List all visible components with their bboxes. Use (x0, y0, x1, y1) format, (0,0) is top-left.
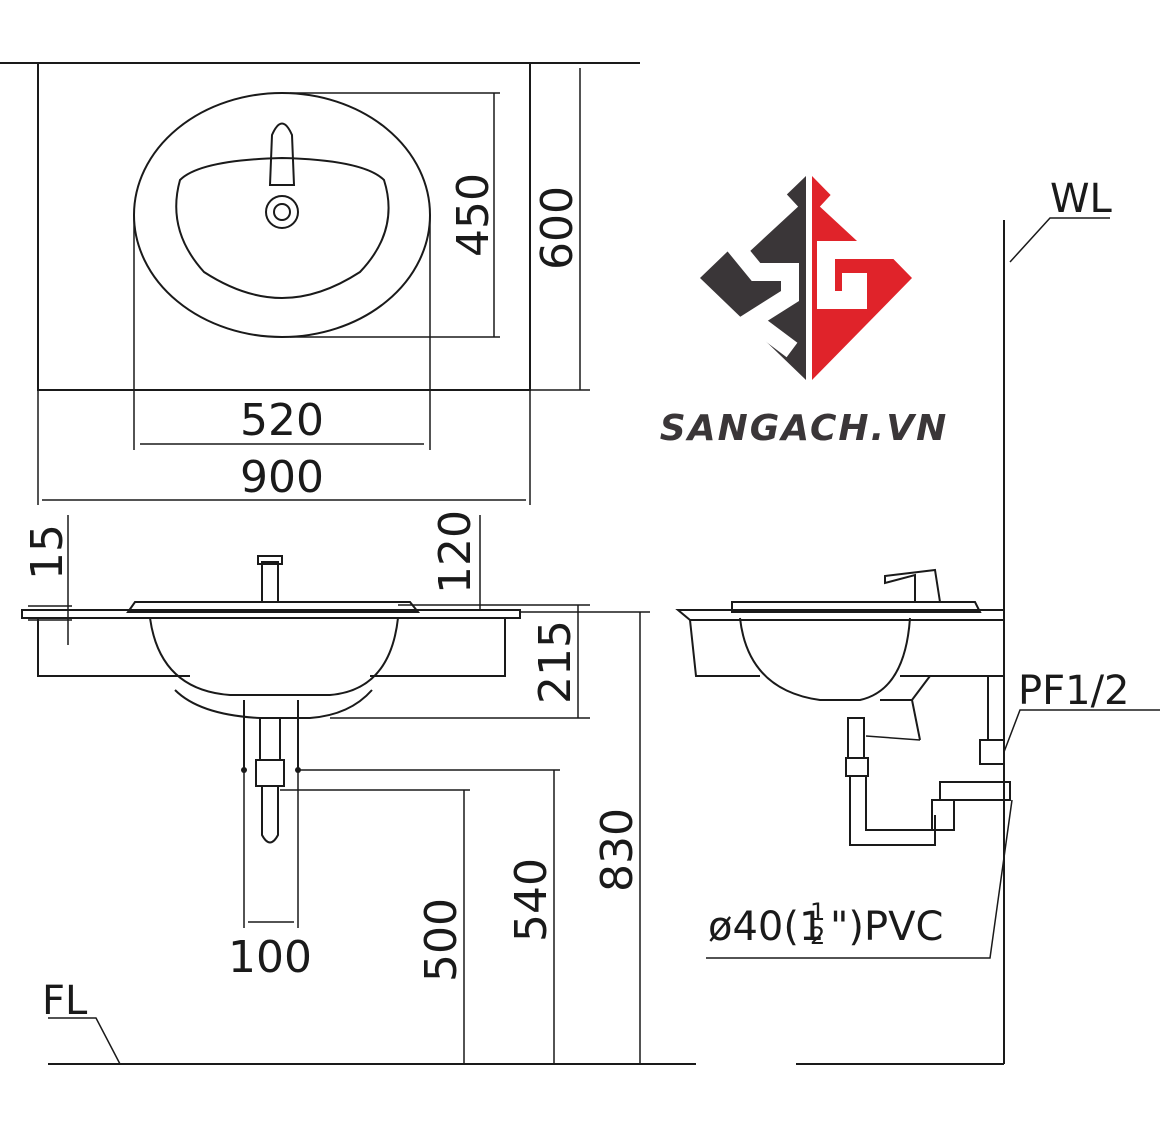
dim-counter-width: 900 (240, 452, 324, 503)
countertop-outline (37, 62, 531, 391)
drain-label-prefix: ø40(1 (708, 904, 824, 950)
dim-height-830: 830 (592, 808, 643, 892)
drain-label-suffix: ")PVC (830, 904, 943, 950)
dim-height-540: 540 (506, 858, 557, 942)
drain-trap-front (241, 700, 301, 844)
side-view: WL PF1/2 ø40(1 (675, 176, 1160, 1065)
drain-label-frac-num: 1 (810, 898, 825, 926)
supply-label: PF1/2 (1018, 668, 1130, 714)
brand-name: SANGACH.VN (660, 408, 948, 449)
basin-outer-rim (133, 92, 431, 338)
drain-label: ø40(1 1 2 ")PVC (708, 898, 943, 950)
drain-trap-side (845, 717, 1011, 846)
basin-bowl-front (149, 617, 399, 696)
countertop-front (21, 609, 521, 619)
dim-counter-depth: 600 (532, 186, 583, 270)
dim-bowl-depth: 215 (530, 620, 581, 704)
basin-rim-front (126, 601, 421, 613)
dim-basin-depth: 450 (448, 173, 499, 257)
top-view: 450 600 520 900 (0, 62, 640, 505)
basin-bowl (175, 156, 390, 300)
brand-logo: SANGACH.VN (660, 176, 948, 449)
svg-text:ø40(1: ø40(1 (708, 904, 824, 950)
dim-drain-spacing: 100 (228, 932, 312, 983)
countertop-side (675, 609, 1005, 621)
faucet-side-icon (884, 568, 942, 603)
supply-valve-icon (979, 676, 1005, 765)
dim-faucet-height: 120 (430, 510, 481, 594)
dim-height-500: 500 (416, 898, 467, 982)
wall-label: WL (1050, 176, 1113, 222)
drain-label-frac-den: 2 (810, 922, 825, 950)
dim-basin-width: 520 (240, 395, 324, 446)
faucet-icon (265, 122, 299, 229)
dim-top-thickness: 15 (22, 524, 73, 580)
front-view: 15 120 215 100 500 540 830 FL (21, 510, 696, 1065)
faucet-front-icon (257, 555, 283, 603)
floor-label: FL (42, 978, 88, 1024)
